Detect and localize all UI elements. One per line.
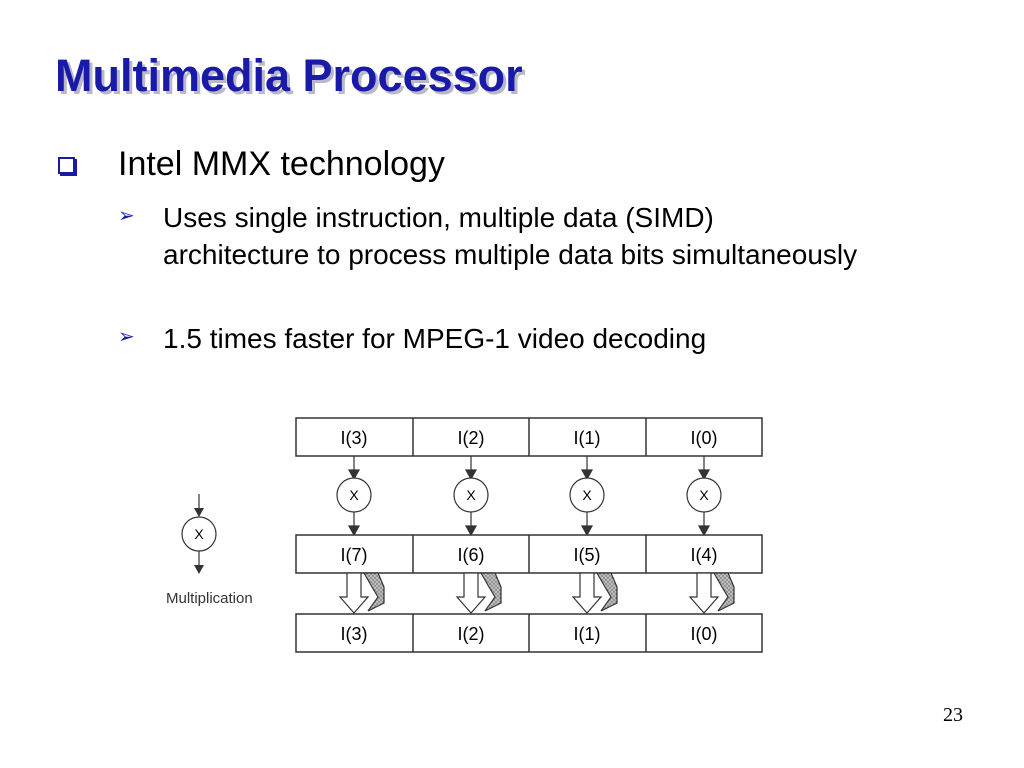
- bottom-cell: I(2): [458, 624, 485, 644]
- arrow-bullet-icon: ➢: [118, 326, 135, 348]
- arrow-bullet-icon: ➢: [118, 205, 135, 227]
- bottom-cell: I(0): [691, 624, 718, 644]
- legend-multiplication: X Multiplication: [166, 494, 253, 607]
- transfer-arrow-icon: [688, 572, 735, 614]
- legend-symbol: X: [194, 526, 204, 542]
- bullet-intel-mmx: Intel MMX technology: [58, 142, 445, 186]
- sub-bullet-mpeg: ➢ 1.5 times faster for MPEG-1 video deco…: [118, 320, 863, 357]
- transfer-arrow-icon: [571, 572, 618, 614]
- bottom-register-row: I(3) I(2) I(1) I(0): [295, 613, 763, 653]
- middle-cell: I(7): [341, 545, 368, 565]
- top-cell: I(3): [341, 428, 368, 448]
- middle-cell: I(5): [574, 545, 601, 565]
- multiply-operators: [336, 456, 722, 537]
- multiply-symbol: X: [699, 487, 709, 503]
- slide-title: Multimedia Processor: [55, 50, 523, 101]
- multiply-symbol: X: [466, 487, 476, 503]
- sub-bullet-text: Uses single instruction, multiple data (…: [163, 202, 858, 270]
- square-bullet-icon: [58, 157, 75, 174]
- page-number: 23: [943, 704, 963, 726]
- top-register-row: I(3) I(2) I(1) I(0): [295, 417, 763, 457]
- transfer-arrow-icon: [338, 572, 385, 614]
- bullet-text: Intel MMX technology: [118, 145, 445, 183]
- transfer-arrows: [338, 572, 735, 614]
- sub-bullet-simd: ➢ Uses single instruction, multiple data…: [118, 199, 863, 273]
- top-cell: I(2): [458, 428, 485, 448]
- multiply-symbol: X: [582, 487, 592, 503]
- top-cell: I(0): [691, 428, 718, 448]
- legend-label: Multiplication: [166, 590, 253, 607]
- middle-cell: I(6): [458, 545, 485, 565]
- transfer-arrow-icon: [455, 572, 502, 614]
- multiply-symbol: X: [349, 487, 359, 503]
- bottom-cell: I(1): [574, 624, 601, 644]
- bottom-cell: I(3): [341, 624, 368, 644]
- middle-register-row: I(7) I(6) I(5) I(4): [295, 534, 763, 574]
- middle-cell: I(4): [691, 545, 718, 565]
- top-cell: I(1): [574, 428, 601, 448]
- sub-bullet-text: 1.5 times faster for MPEG-1 video decodi…: [163, 323, 707, 354]
